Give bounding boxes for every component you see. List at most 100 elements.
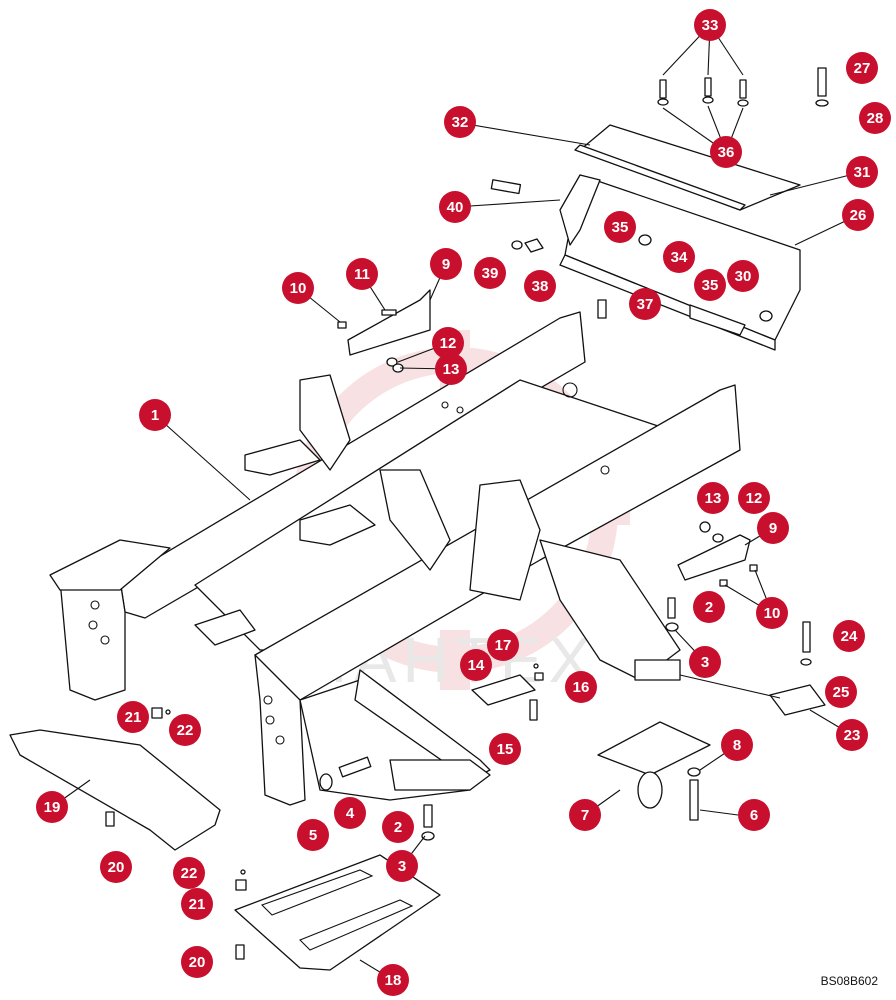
callout-40: 40 xyxy=(439,191,471,223)
callout-12: 12 xyxy=(432,327,464,359)
callout-39: 39 xyxy=(474,257,506,289)
callout-22: 22 xyxy=(173,857,205,889)
svg-text:12: 12 xyxy=(440,335,457,352)
pin-and-washer xyxy=(319,756,372,791)
callout-10: 10 xyxy=(282,272,314,304)
svg-text:10: 10 xyxy=(290,280,307,297)
svg-text:34: 34 xyxy=(671,249,688,266)
callout-16: 16 xyxy=(565,671,597,703)
main-frame xyxy=(49,311,741,806)
svg-text:21: 21 xyxy=(125,709,142,726)
callout-13: 13 xyxy=(697,482,729,514)
callout-8: 8 xyxy=(721,729,753,761)
svg-text:1: 1 xyxy=(151,407,159,424)
svg-text:3: 3 xyxy=(398,858,406,875)
svg-text:11: 11 xyxy=(354,266,370,283)
svg-text:10: 10 xyxy=(764,605,781,622)
callout-9: 9 xyxy=(757,512,789,544)
callout-19: 19 xyxy=(36,791,68,823)
left-side-panel xyxy=(9,707,221,851)
svg-text:40: 40 xyxy=(447,199,464,216)
callout-36: 36 xyxy=(710,136,742,168)
svg-text:23: 23 xyxy=(844,727,861,744)
svg-text:36: 36 xyxy=(718,144,735,161)
svg-text:39: 39 xyxy=(482,265,499,282)
callout-18: 18 xyxy=(377,964,409,996)
svg-text:9: 9 xyxy=(442,256,450,273)
callout-22: 22 xyxy=(169,714,201,746)
callout-13: 13 xyxy=(435,353,467,385)
svg-text:14: 14 xyxy=(468,657,485,674)
center-small-parts xyxy=(471,663,544,721)
callout-23: 23 xyxy=(836,719,868,751)
reference-code: BS08B602 xyxy=(820,974,878,988)
svg-text:27: 27 xyxy=(854,60,871,77)
bottom-plate xyxy=(234,804,441,971)
callout-26: 26 xyxy=(842,199,874,231)
svg-text:24: 24 xyxy=(841,628,858,645)
callout-38: 38 xyxy=(524,270,556,302)
callout-14: 14 xyxy=(460,649,492,681)
svg-text:12: 12 xyxy=(746,490,763,507)
callout-17: 17 xyxy=(487,629,519,661)
callout-3: 3 xyxy=(689,646,721,678)
caster-assembly xyxy=(597,721,711,821)
callout-3: 3 xyxy=(386,850,418,882)
callout-1: 1 xyxy=(139,399,171,431)
svg-text:33: 33 xyxy=(702,17,719,34)
callout-20: 20 xyxy=(100,851,132,883)
callout-33: 33 xyxy=(694,9,726,41)
callout-35: 35 xyxy=(694,269,726,301)
svg-text:20: 20 xyxy=(108,859,125,876)
svg-text:28: 28 xyxy=(867,110,884,127)
svg-text:31: 31 xyxy=(854,164,871,181)
svg-text:5: 5 xyxy=(309,827,317,844)
svg-text:2: 2 xyxy=(394,819,402,836)
svg-text:25: 25 xyxy=(833,684,850,701)
svg-text:13: 13 xyxy=(443,361,460,378)
svg-text:18: 18 xyxy=(385,972,402,989)
callout-30: 30 xyxy=(727,260,759,292)
svg-text:38: 38 xyxy=(532,278,549,295)
svg-text:7: 7 xyxy=(581,807,589,824)
svg-text:22: 22 xyxy=(181,865,198,882)
callout-32: 32 xyxy=(444,106,476,138)
callout-11: 11 xyxy=(346,258,378,290)
callout-20: 20 xyxy=(181,946,213,978)
svg-text:16: 16 xyxy=(573,679,590,696)
callout-24: 24 xyxy=(833,620,865,652)
callout-10: 10 xyxy=(756,597,788,629)
svg-text:35: 35 xyxy=(612,219,629,236)
callout-34: 34 xyxy=(663,241,695,273)
callout-6: 6 xyxy=(738,799,770,831)
svg-text:37: 37 xyxy=(637,296,654,313)
callout-28: 28 xyxy=(859,102,891,134)
callout-27: 27 xyxy=(846,52,878,84)
svg-text:21: 21 xyxy=(189,896,206,913)
right-side-small-parts xyxy=(665,521,826,716)
svg-text:20: 20 xyxy=(189,954,206,971)
callout-21: 21 xyxy=(117,701,149,733)
svg-text:35: 35 xyxy=(702,277,719,294)
svg-text:6: 6 xyxy=(750,807,758,824)
svg-text:9: 9 xyxy=(769,520,777,537)
svg-text:17: 17 xyxy=(495,637,512,654)
svg-text:19: 19 xyxy=(44,799,61,816)
callout-5: 5 xyxy=(297,819,329,851)
svg-text:4: 4 xyxy=(346,805,355,822)
svg-text:13: 13 xyxy=(705,490,722,507)
callouts: 1 2 2 3 3 4 5 6 7 8 9 9 10 10 11 12 12 1… xyxy=(36,9,891,996)
callout-25: 25 xyxy=(825,676,857,708)
svg-text:8: 8 xyxy=(733,737,741,754)
callout-35: 35 xyxy=(604,211,636,243)
svg-text:15: 15 xyxy=(497,741,514,758)
callout-12: 12 xyxy=(738,482,770,514)
callout-4: 4 xyxy=(334,797,366,829)
svg-text:30: 30 xyxy=(735,268,752,285)
callout-37: 37 xyxy=(629,288,661,320)
svg-text:3: 3 xyxy=(701,654,709,671)
upper-left-small-parts xyxy=(337,289,431,373)
callout-21: 21 xyxy=(181,888,213,920)
svg-text:22: 22 xyxy=(177,722,194,739)
